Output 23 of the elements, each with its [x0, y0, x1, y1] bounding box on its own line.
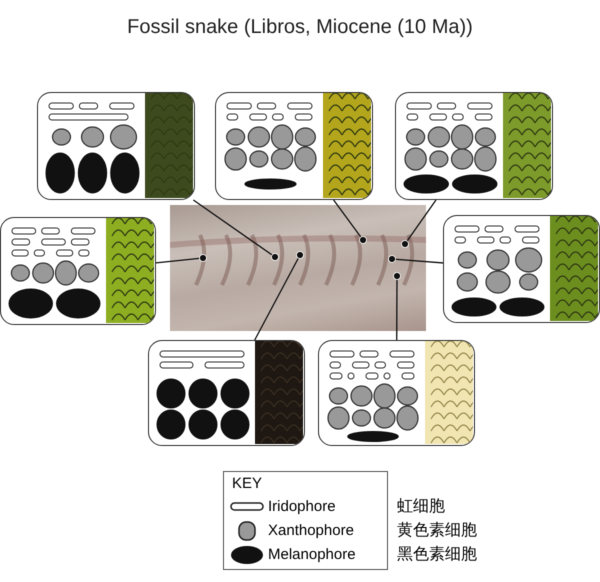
legend-label: Xanthophore — [268, 522, 354, 539]
title: Fossil snake (Libros, Miocene (10 Ma)) — [126, 16, 474, 39]
fossil-photo — [170, 205, 426, 331]
leader-line — [254, 251, 304, 340]
legend-title: KEY — [232, 475, 262, 492]
chinese-label: 虹细胞 — [397, 496, 445, 517]
chinese-label: 黑色素细胞 — [397, 544, 477, 565]
chromatophore-box — [148, 340, 305, 446]
leader-line — [156, 254, 207, 264]
chromatophore-box — [318, 340, 475, 446]
chromatophore-box — [443, 215, 600, 323]
leader-line — [192, 199, 279, 261]
chromatophore-box — [37, 92, 195, 200]
chromatophore-box — [215, 92, 373, 200]
chromatophore-box — [395, 92, 553, 200]
leader-line — [388, 255, 444, 264]
chromatophore-box — [0, 217, 156, 325]
chinese-label: 黄色素细胞 — [397, 520, 477, 541]
leader-line — [393, 272, 401, 340]
legend-label: Iridophore — [268, 498, 336, 515]
leader-line — [333, 200, 367, 244]
leader-line — [401, 200, 437, 248]
legend-label: Melanophore — [268, 546, 356, 563]
